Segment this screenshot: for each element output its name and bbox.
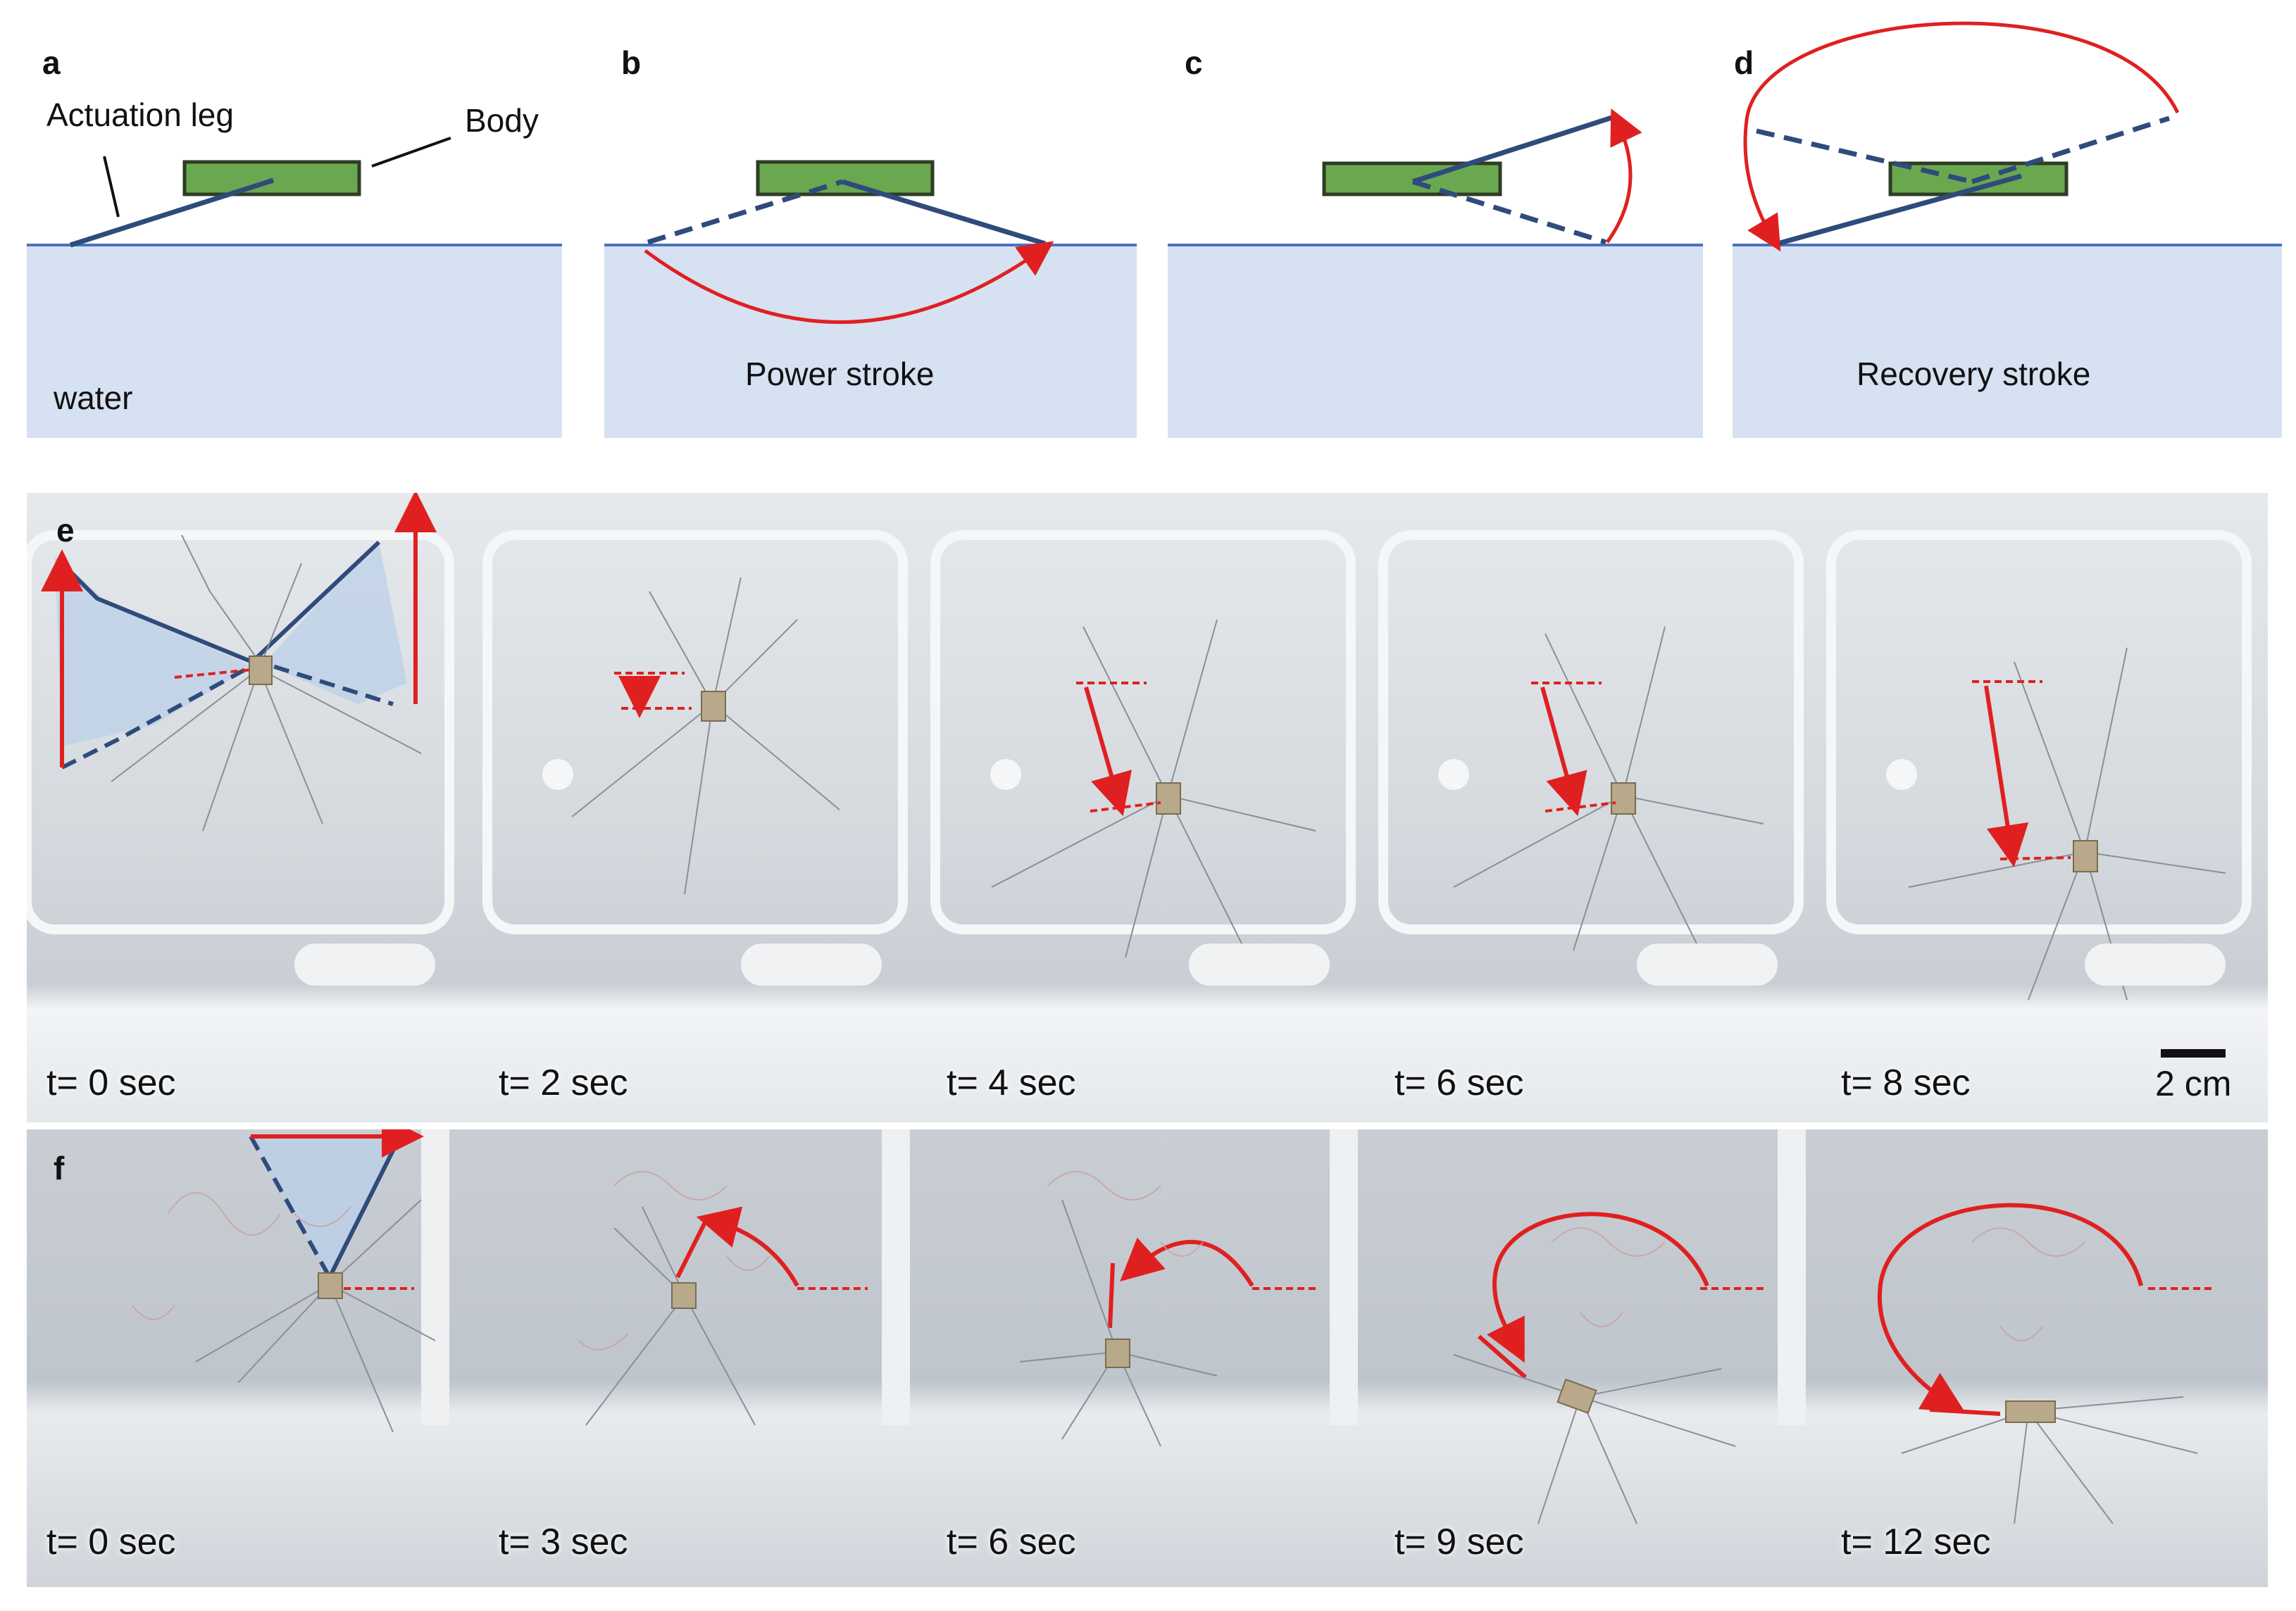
- frame-e-4: t= 6 sec: [1369, 493, 1817, 1122]
- power-stroke-arrow: [644, 241, 1054, 324]
- photo-e-1: [27, 493, 473, 1122]
- label-body: Body: [465, 102, 539, 139]
- photo-e-2: [473, 493, 921, 1122]
- leg-pointer-line: [103, 156, 120, 218]
- photo-f-5: [1817, 1129, 2268, 1587]
- scale-bar: 2 cm: [2155, 1049, 2268, 1122]
- photo-e-3: [921, 493, 1369, 1122]
- time-label-e-4: t= 6 sec: [1395, 1062, 1524, 1103]
- recovery-stroke-arrow: [1743, 21, 2180, 252]
- label-water: water: [54, 380, 133, 416]
- frame-f-4: t= 9 sec: [1369, 1129, 1817, 1587]
- caption-power-stroke: Power stroke: [745, 356, 935, 392]
- leg-tip-position: [1971, 115, 2171, 184]
- time-label-f-1: t= 0 sec: [46, 1522, 176, 1562]
- time-label-f-4: t= 9 sec: [1395, 1522, 1524, 1562]
- leg-end-position: [1411, 114, 1616, 184]
- lift-arrow: [1605, 108, 1642, 244]
- leg-start-position: [647, 179, 844, 245]
- scale-bar-label: 2 cm: [2155, 1064, 2232, 1103]
- time-label-f-3: t= 6 sec: [947, 1522, 1076, 1562]
- frame-e-1: t= 0 sec: [27, 493, 473, 1122]
- leg-end-position: [841, 179, 1047, 246]
- frame-e-2: t= 2 sec: [473, 493, 921, 1122]
- body-pointer-line: [371, 137, 451, 168]
- photo-e-5: [1817, 493, 2268, 1122]
- frame-e-5: t= 8 sec 2 cm: [1817, 493, 2268, 1122]
- actuation-leg: [69, 177, 275, 248]
- panel-b: b Power stroke: [578, 0, 1141, 451]
- leg-start-position: [1411, 179, 1607, 245]
- leg-end-position: [1777, 173, 2022, 246]
- water-region: [604, 245, 1137, 438]
- panel-d: d Recovery stroke: [1718, 0, 2296, 451]
- frame-f-1: t= 0 sec: [27, 1129, 473, 1587]
- frame-e-3: t= 4 sec: [921, 493, 1369, 1122]
- panel-letter-b: b: [621, 44, 642, 81]
- time-label-e-5: t= 8 sec: [1841, 1062, 1971, 1103]
- photo-f-1: [27, 1129, 473, 1587]
- panel-a: a Actuation leg Body water: [0, 0, 578, 451]
- frame-f-2: t= 3 sec: [473, 1129, 921, 1587]
- label-actuation-leg: Actuation leg: [46, 96, 234, 133]
- photo-f-4: [1369, 1129, 1817, 1587]
- water-region: [1733, 245, 2282, 438]
- robot-body: [756, 160, 935, 196]
- photo-f-2: [473, 1129, 921, 1587]
- panel-letter-e: e: [56, 512, 75, 549]
- panel-letter-f: f: [54, 1150, 65, 1186]
- schematic-d: [1733, 21, 2282, 438]
- frame-f-5: t= 12 sec: [1817, 1129, 2268, 1587]
- panel-c: c: [1141, 0, 1718, 451]
- schematic-c: [1168, 108, 1703, 438]
- schematic-a: [27, 137, 562, 438]
- time-label-e-1: t= 0 sec: [46, 1062, 176, 1103]
- schematic-b: [604, 160, 1137, 438]
- leg-start-position: [1756, 128, 1973, 184]
- panel-letter-c: c: [1185, 44, 1203, 81]
- panel-letter-d: d: [1734, 44, 1754, 81]
- time-label-e-2: t= 2 sec: [499, 1062, 628, 1103]
- time-label-f-5: t= 12 sec: [1841, 1522, 1991, 1562]
- water-region: [1168, 245, 1703, 438]
- robot-body: [1322, 161, 1502, 196]
- scale-bar-line: [2161, 1049, 2226, 1058]
- time-label-f-2: t= 3 sec: [499, 1522, 628, 1562]
- time-label-e-3: t= 4 sec: [947, 1062, 1076, 1103]
- caption-recovery-stroke: Recovery stroke: [1857, 356, 2091, 392]
- panel-letter-a: a: [42, 44, 61, 81]
- photo-f-3: [921, 1129, 1369, 1587]
- frame-f-3: t= 6 sec: [921, 1129, 1369, 1587]
- photo-e-4: [1369, 493, 1817, 1122]
- water-region: [27, 245, 562, 438]
